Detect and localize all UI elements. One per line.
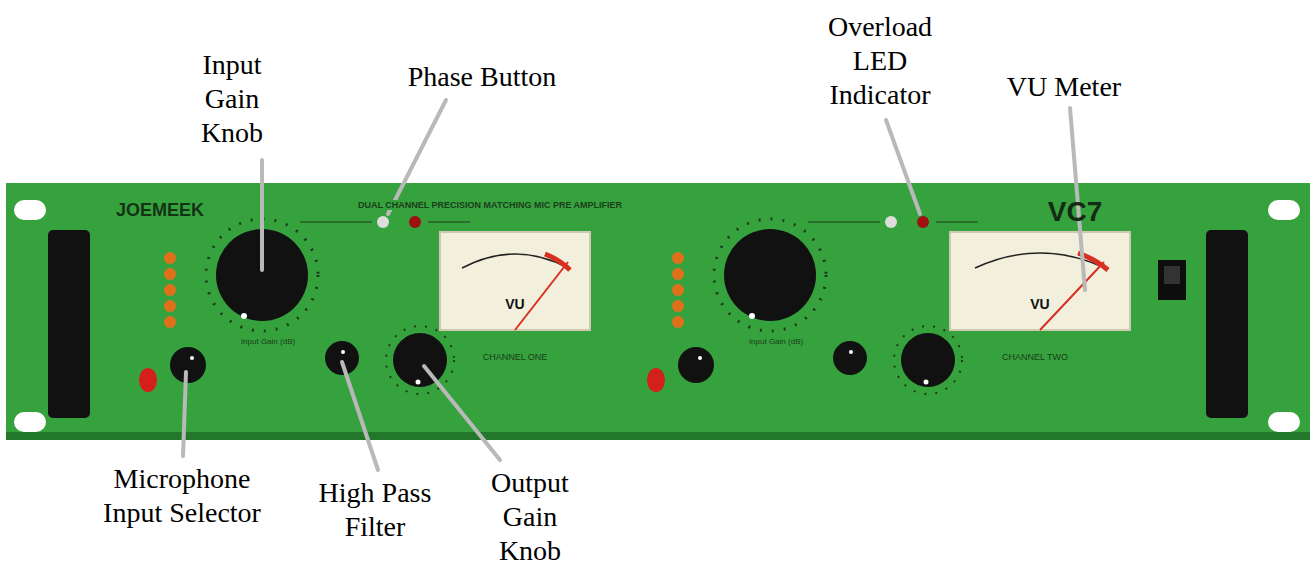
power-switch — [1164, 266, 1180, 284]
meter-label: VU — [1020, 296, 1060, 312]
leader-line — [342, 362, 378, 470]
panel-title: DUAL CHANNEL PRECISION MATCHING MIC PRE … — [354, 200, 626, 210]
rack-handle — [48, 230, 90, 418]
rack-handle — [1206, 230, 1248, 418]
callout-label: Overload LED Indicator — [810, 10, 950, 112]
power-switch — [1158, 260, 1186, 300]
brand-name: JOEMEEK — [95, 200, 225, 221]
panel-edge — [6, 432, 1310, 440]
vu-red-zone — [545, 254, 570, 270]
callout-label: VU Meter — [984, 70, 1144, 104]
channel-label: CHANNEL ONE — [460, 352, 570, 362]
leader-line — [886, 120, 920, 214]
channel-label: CHANNEL TWO — [980, 352, 1090, 362]
callout-label: High Pass Filter — [305, 476, 445, 544]
leader-line — [260, 160, 264, 270]
callout-label: Input Gain Knob — [182, 48, 282, 150]
control-label: Input Gain (dB) — [213, 337, 323, 346]
channel-one-controls — [139, 216, 470, 394]
vu-meter — [950, 232, 1130, 330]
model-name: VC7 — [1030, 196, 1120, 228]
rack-hole — [1268, 412, 1300, 432]
channel-two-controls — [647, 216, 978, 394]
callout-label: Phase Button — [372, 60, 592, 94]
rack-hole — [14, 412, 46, 432]
control-label: Input Gain (dB) — [721, 337, 831, 346]
meter-label: VU — [495, 296, 535, 312]
rack-hole — [1268, 200, 1300, 220]
callout-label: Output Gain Knob — [480, 466, 580, 568]
leader-line — [183, 372, 186, 456]
front-panel — [6, 183, 1310, 440]
vu-meter — [440, 232, 590, 330]
callout-label: Microphone Input Selector — [97, 462, 267, 530]
rack-hole — [14, 200, 46, 220]
leader-line — [424, 366, 500, 460]
leader-line — [388, 100, 446, 214]
